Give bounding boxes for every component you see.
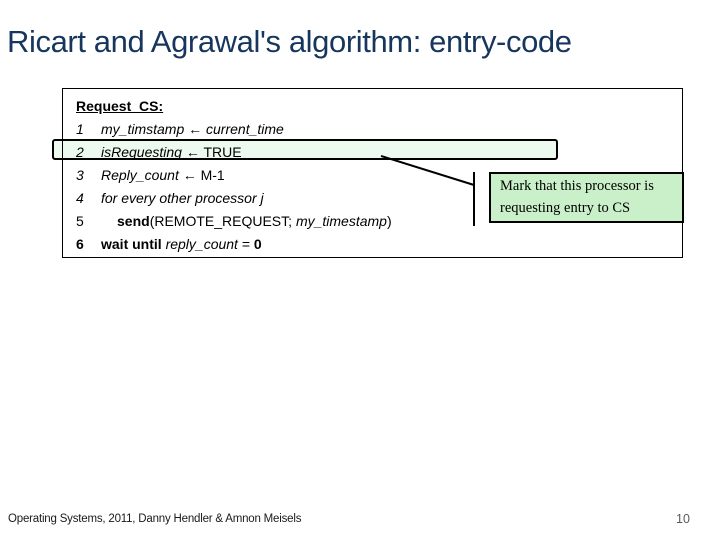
code-line-3: 3 Reply_count ← M-1 (76, 164, 682, 187)
code-line-number: 4 (76, 190, 84, 206)
code-line-5: 5 send(REMOTE_REQUEST; my_timestamp) (76, 210, 682, 233)
code-line-number: 1 (76, 121, 84, 137)
code-lines: 1 my_timstamp ← current_time 2 isRequesting… (76, 118, 682, 256)
highlighted-line-box (52, 139, 558, 160)
code-line-number: 3 (76, 167, 84, 183)
code-line-number: 5 (76, 213, 84, 229)
code-line-2: 2 isRequesting ← TRUE (76, 141, 682, 164)
code-line-text: isRequesting ← TRUE (101, 144, 242, 160)
page-number: 10 (676, 512, 690, 526)
pseudocode-box: Request_CS: 1 my_timstamp ← current_time 2… (62, 88, 683, 258)
code-line-number: 2 (76, 144, 84, 160)
code-line-4: 4 for every other processor j (76, 187, 682, 210)
code-line-text: wait until reply_count = 0 (101, 236, 262, 252)
code-line-text: for every other processor j (101, 190, 264, 206)
code-line-text: Reply_count ← M-1 (101, 167, 225, 183)
slide-title: Ricart and Agrawal's algorithm: entry-co… (7, 24, 572, 59)
pseudocode-header: Request_CS: (76, 98, 164, 114)
code-line-number: 6 (76, 236, 84, 252)
callout-note: Mark that this processor is requesting e… (489, 172, 684, 223)
footer-credits: Operating Systems, 2011, Danny Hendler &… (8, 513, 302, 525)
code-line-text: my_timstamp ← current_time (101, 121, 284, 137)
code-line-6: 6 wait until reply_count = 0 (76, 233, 682, 256)
code-line-text: send(REMOTE_REQUEST; my_timestamp) (117, 213, 392, 229)
code-line-1: 1 my_timstamp ← current_time (76, 118, 682, 141)
